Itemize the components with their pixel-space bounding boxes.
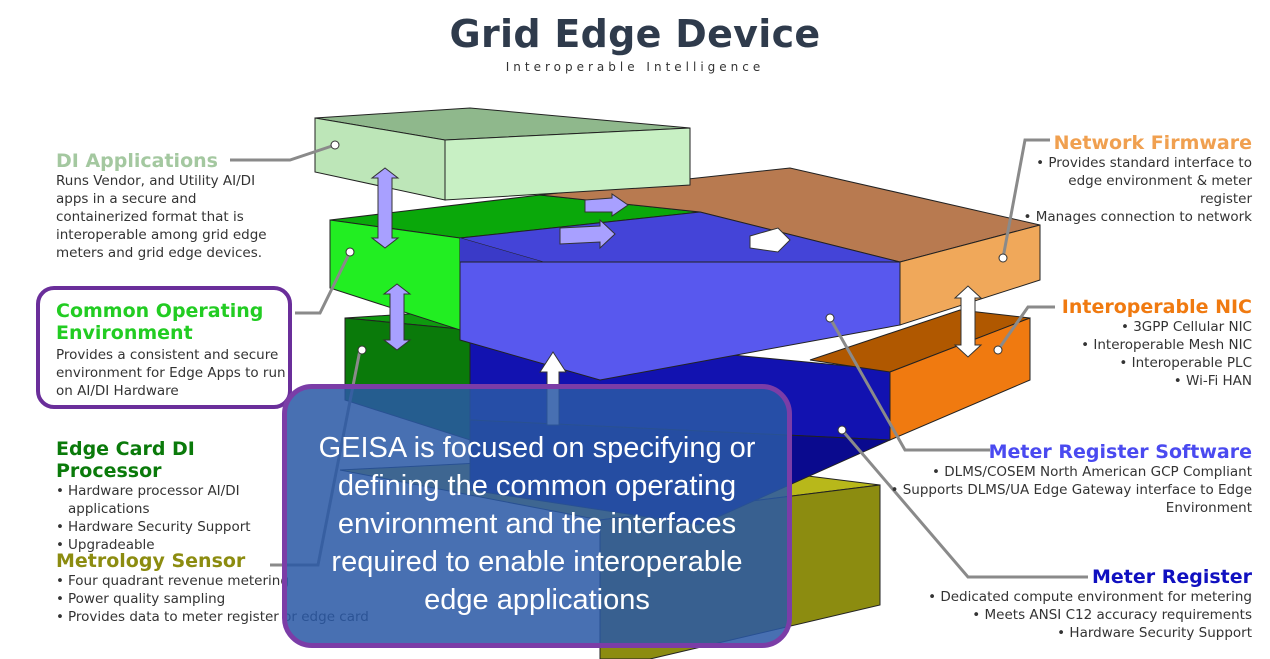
meter-register-label: Meter Register Dedicated compute environ… bbox=[900, 566, 1252, 642]
leader-dots bbox=[330, 140, 1008, 435]
meter-register-item: Hardware Security Support bbox=[900, 624, 1252, 642]
edge-card-item: Hardware Security Support bbox=[56, 518, 296, 536]
meter-register-item: Meets ANSI C12 accuracy requirements bbox=[900, 606, 1252, 624]
di-applications-label: DI Applications Runs Vendor, and Utility… bbox=[56, 150, 286, 262]
network-firmware-item: Manages connection to network bbox=[1020, 208, 1252, 226]
network-firmware-item: Provides standard interface to edge envi… bbox=[1020, 154, 1252, 208]
interoperable-nic-list: 3GPP Cellular NIC Interoperable Mesh NIC… bbox=[1020, 318, 1252, 390]
edge-card-item: Upgradeable bbox=[56, 536, 296, 554]
edge-card-label: Edge Card DI Processor Hardware processo… bbox=[56, 438, 296, 554]
geisa-callout: GEISA is focused on specifying or defini… bbox=[282, 384, 792, 648]
di-applications-description: Runs Vendor, and Utility AI/DI apps in a… bbox=[56, 173, 267, 261]
meter-register-software-item: DLMS/COSEM North American GCP Compliant bbox=[890, 463, 1252, 481]
metrology-item: Four quadrant revenue metering bbox=[56, 572, 386, 590]
interface-arrows bbox=[370, 167, 983, 426]
edge-card-list: Hardware processor AI/DI applications Ha… bbox=[56, 482, 296, 554]
edge-card-item: Hardware processor AI/DI applications bbox=[56, 482, 296, 518]
interoperable-nic-item: Interoperable PLC bbox=[1020, 354, 1252, 372]
page-subtitle: Interoperable Intelligence bbox=[505, 60, 765, 74]
network-firmware-heading: Network Firmware bbox=[1053, 132, 1252, 154]
network-firmware-list: Provides standard interface to edge envi… bbox=[1020, 154, 1252, 226]
interoperable-nic-label: Interoperable NIC 3GPP Cellular NIC Inte… bbox=[1020, 296, 1252, 390]
metrology-item: Power quality sampling bbox=[56, 590, 386, 608]
meter-register-software-list: DLMS/COSEM North American GCP Compliant … bbox=[890, 463, 1252, 517]
meter-register-software-item: Supports DLMS/UA Edge Gateway interface … bbox=[890, 481, 1252, 517]
interoperable-nic-item: 3GPP Cellular NIC bbox=[1020, 318, 1252, 336]
interoperable-nic-item: Wi-Fi HAN bbox=[1020, 372, 1252, 390]
meter-register-item: Dedicated compute environment for meteri… bbox=[900, 588, 1252, 606]
common-operating-environment-description: Provides a consistent and secure environ… bbox=[56, 347, 286, 399]
interoperable-nic-item: Interoperable Mesh NIC bbox=[1020, 336, 1252, 354]
metrology-heading: Metrology Sensor bbox=[56, 550, 246, 572]
page-title: Grid Edge Device bbox=[449, 12, 821, 56]
meter-register-software-label: Meter Register Software DLMS/COSEM North… bbox=[890, 441, 1252, 517]
meter-register-software-heading: Meter Register Software bbox=[988, 441, 1252, 463]
common-operating-environment-heading: Common Operating Environment bbox=[56, 300, 264, 344]
network-firmware-label: Network Firmware Provides standard inter… bbox=[1020, 132, 1252, 226]
meter-register-list: Dedicated compute environment for meteri… bbox=[900, 588, 1252, 642]
edge-card-heading: Edge Card DI Processor bbox=[56, 438, 195, 482]
common-operating-environment-label: Common Operating Environment Provides a … bbox=[56, 300, 286, 400]
di-applications-layer bbox=[314, 107, 691, 201]
meter-register-heading: Meter Register bbox=[1091, 566, 1252, 588]
interoperable-nic-heading: Interoperable NIC bbox=[1061, 296, 1252, 318]
common-operating-environment-highlight bbox=[36, 286, 292, 409]
di-applications-heading: DI Applications bbox=[56, 150, 218, 172]
